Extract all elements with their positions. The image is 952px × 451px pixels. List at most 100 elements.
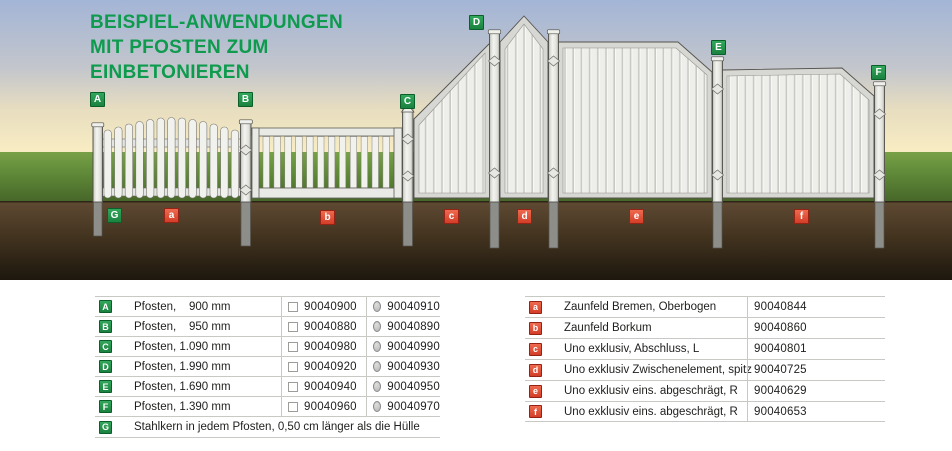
article-number-square: 90040960 bbox=[304, 400, 357, 413]
page-title-line1: BEISPIEL-ANWENDUNGEN bbox=[90, 12, 344, 33]
square-profile-icon bbox=[288, 381, 298, 392]
panel-description: Uno exklusiv Zwischenelement, spitz bbox=[564, 364, 752, 376]
post-description: Pfosten, 1.690 mm bbox=[134, 380, 231, 393]
row-marker-G: G bbox=[99, 420, 112, 434]
row-marker-A: A bbox=[99, 300, 112, 313]
round-profile-cell: 90040990 bbox=[366, 337, 440, 356]
panel-uno-zwischenelement-spitz bbox=[499, 15, 549, 199]
row-marker-c: c bbox=[529, 342, 542, 356]
post-marker-C: C bbox=[400, 94, 415, 109]
article-number-round: 90040950 bbox=[387, 380, 440, 393]
panel-bremen-pickets bbox=[101, 117, 242, 199]
round-profile-cell: 90040890 bbox=[366, 317, 440, 336]
row-marker-f: f bbox=[529, 405, 542, 418]
panels-table-row: f Uno exklusiv eins. abgeschrägt, R 900406… bbox=[525, 401, 885, 422]
article-number-round: 90040970 bbox=[387, 400, 440, 413]
posts-table-row: B Pfosten, 950 mm 90040880 90040890 bbox=[95, 316, 440, 336]
article-number-square: 90040880 bbox=[304, 320, 357, 333]
round-profile-cell: 90040930 bbox=[366, 357, 440, 376]
post-marker-G: G bbox=[107, 208, 122, 223]
article-number-round: 90040890 bbox=[387, 320, 440, 333]
panel-marker-b: b bbox=[320, 210, 335, 225]
round-profile-icon bbox=[373, 381, 382, 392]
square-profile-cell: 90040940 bbox=[281, 377, 366, 396]
row-marker-b: b bbox=[529, 321, 542, 335]
panel-uno-abgeschraegt-low bbox=[721, 67, 875, 199]
panel-description: Uno exklusiv eins. abgeschrägt, R bbox=[564, 405, 738, 418]
row-marker-D: D bbox=[99, 360, 112, 373]
square-profile-cell: 90040960 bbox=[281, 397, 366, 416]
row-marker-a: a bbox=[529, 300, 542, 314]
post-description: Pfosten, 950 mm bbox=[134, 320, 231, 333]
row-marker-E: E bbox=[99, 380, 112, 393]
article-number-cell: 90040860 bbox=[747, 318, 885, 338]
round-profile-cell: 90040910 bbox=[366, 297, 440, 316]
panel-borkum-balustrade bbox=[251, 127, 403, 199]
row-marker-F: F bbox=[99, 400, 112, 413]
panel-description: Zaunfeld Bremen, Oberbogen bbox=[564, 301, 717, 313]
article-number-cell: 90040725 bbox=[747, 360, 885, 380]
posts-table-row: F Pfosten, 1.390 mm 90040960 90040970 bbox=[95, 396, 440, 416]
post-marker-E: E bbox=[711, 40, 726, 55]
article-number: 90040860 bbox=[754, 322, 807, 334]
square-profile-icon bbox=[288, 401, 298, 412]
panel-marker-d: d bbox=[517, 209, 532, 224]
panel-description: Zaunfeld Borkum bbox=[564, 322, 652, 334]
post-description: Pfosten, 1.090 mm bbox=[134, 340, 231, 353]
page-title-line2: MIT PFOSTEN ZUM bbox=[90, 37, 269, 58]
article-number-square: 90040980 bbox=[304, 340, 357, 353]
article-number-round: 90040910 bbox=[387, 300, 440, 313]
row-marker-B: B bbox=[99, 320, 112, 333]
post-connectors bbox=[239, 55, 887, 196]
panels-table-row: a Zaunfeld Bremen, Oberbogen 90040844 bbox=[525, 296, 885, 317]
posts-table-row: E Pfosten, 1.690 mm 90040940 90040950 bbox=[95, 376, 440, 396]
row-marker-e: e bbox=[529, 384, 542, 398]
article-number-round: 90040990 bbox=[387, 340, 440, 353]
round-profile-icon bbox=[373, 361, 382, 372]
panel-marker-e: e bbox=[629, 209, 644, 224]
article-number: 90040725 bbox=[754, 364, 807, 376]
steel-core-note: Stahlkern in jedem Pfosten, 0,50 cm läng… bbox=[134, 421, 420, 433]
article-number-square: 90040900 bbox=[304, 300, 357, 313]
round-profile-icon bbox=[373, 321, 382, 332]
round-profile-icon bbox=[373, 401, 382, 412]
post-description: Pfosten, 900 mm bbox=[134, 300, 231, 313]
post-caps bbox=[91, 29, 887, 128]
round-profile-icon bbox=[373, 341, 382, 352]
row-marker-d: d bbox=[529, 363, 542, 377]
article-number-square: 90040940 bbox=[304, 380, 357, 393]
article-number-round: 90040930 bbox=[387, 360, 440, 373]
post-description: Pfosten, 1.990 mm bbox=[134, 360, 231, 373]
square-profile-icon bbox=[288, 361, 298, 372]
article-number: 90040653 bbox=[754, 405, 807, 418]
page-title-line3: EINBETONIEREN bbox=[90, 62, 250, 83]
page-title: BEISPIEL-ANWENDUNGEN MIT PFOSTEN ZUM EIN… bbox=[90, 10, 430, 85]
post-marker-F: F bbox=[871, 65, 886, 80]
article-number-cell: 90040844 bbox=[747, 297, 885, 317]
posts-table-row: D Pfosten, 1.990 mm 90040920 90040930 bbox=[95, 356, 440, 376]
posts-table-note-row: G Stahlkern in jedem Pfosten, 0,50 cm län… bbox=[95, 416, 440, 438]
round-profile-icon bbox=[373, 301, 382, 312]
panel-uno-abgeschraegt-tall bbox=[557, 41, 713, 199]
square-profile-icon bbox=[288, 321, 298, 332]
panel-description: Uno exklusiv eins. abgeschrägt, R bbox=[564, 385, 738, 397]
article-number: 90040844 bbox=[754, 301, 807, 313]
panels-table-row: e Uno exklusiv eins. abgeschrägt, R 900406… bbox=[525, 380, 885, 401]
article-number-cell: 90040629 bbox=[747, 381, 885, 401]
soil bbox=[0, 201, 952, 280]
article-number-square: 90040920 bbox=[304, 360, 357, 373]
panels-table-row: b Zaunfeld Borkum 90040860 bbox=[525, 317, 885, 338]
panel-marker-a: a bbox=[164, 208, 179, 223]
panel-description: Uno exklusiv, Abschluss, L bbox=[564, 343, 700, 355]
post-description: Pfosten, 1.390 mm bbox=[134, 400, 231, 413]
round-profile-cell: 90040970 bbox=[366, 397, 440, 416]
panel-marker-f: f bbox=[794, 209, 809, 224]
article-number: 90040801 bbox=[754, 343, 807, 355]
article-number: 90040629 bbox=[754, 385, 807, 397]
article-number-cell: 90040801 bbox=[747, 339, 885, 359]
article-number-cell: 90040653 bbox=[747, 402, 885, 421]
